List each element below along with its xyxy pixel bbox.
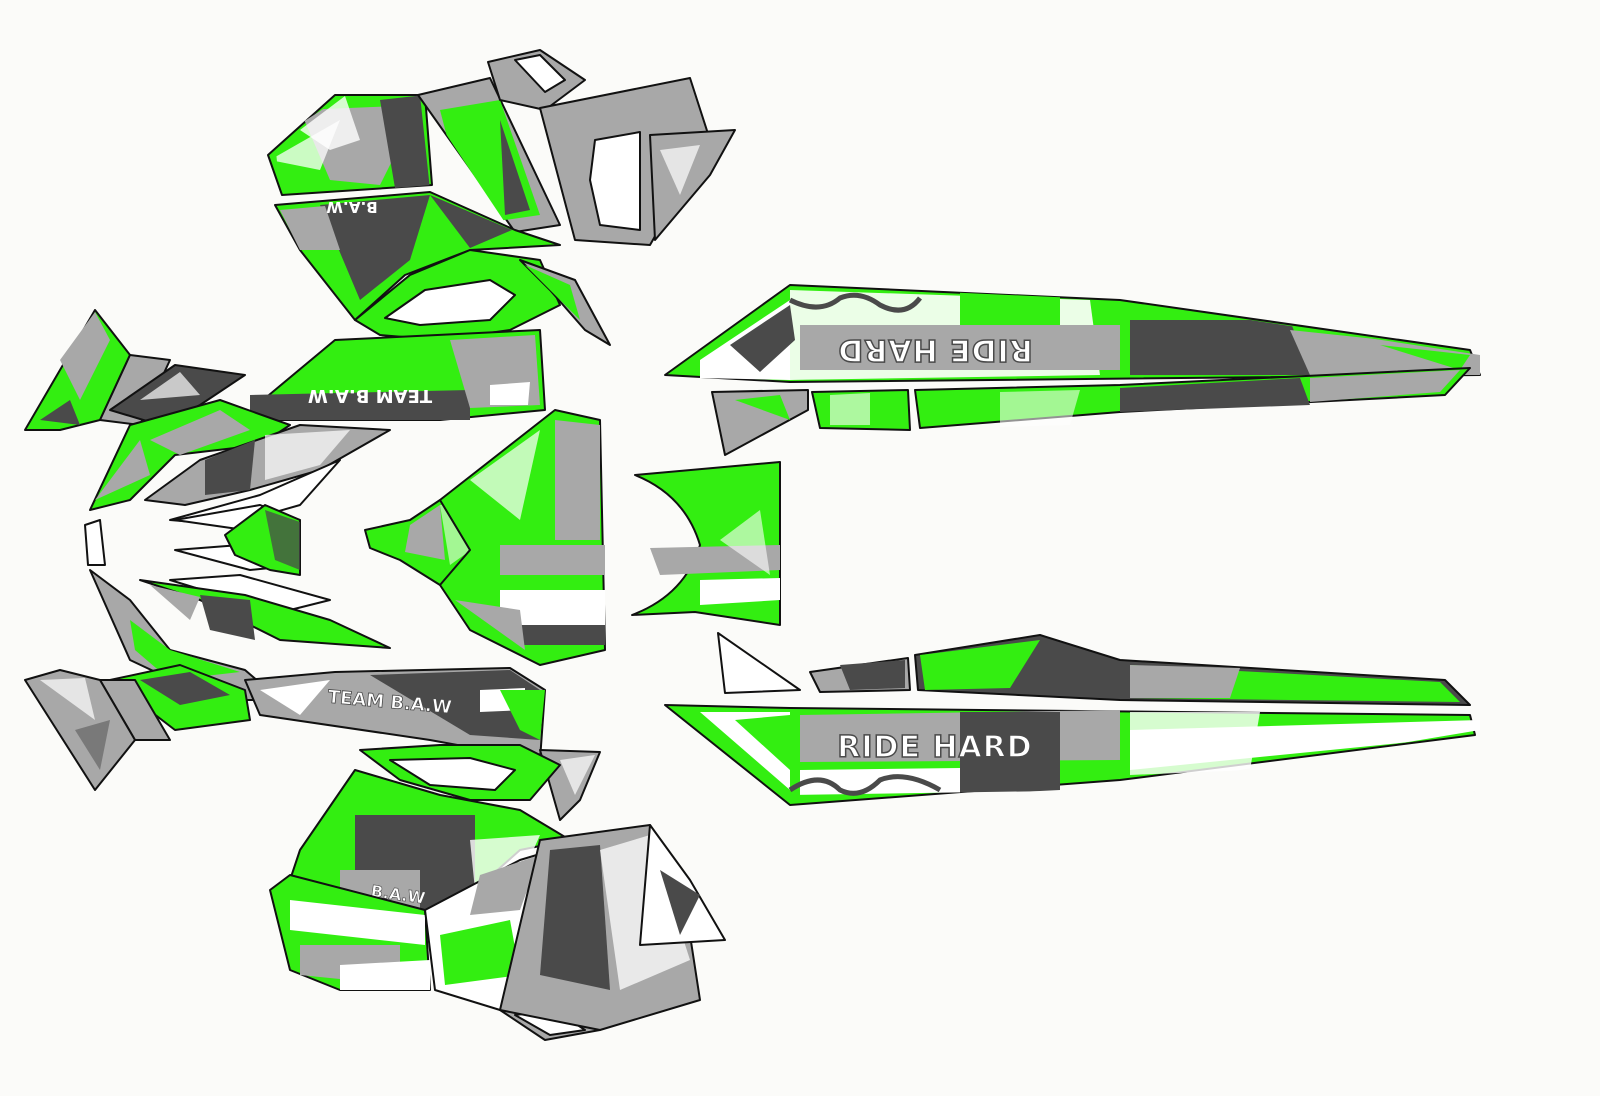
hood-panel-lower: B.A.W [269,744,726,1041]
nose-tip [84,519,106,566]
nose-panel-upper: TEAM B.A.W [24,309,546,526]
baw-label-top: B.A.W [326,198,378,216]
hood-panel-upper: B.A.W [267,49,736,346]
nose-panel-lower: TEAM B.A.W [24,569,546,791]
ride-hard-label-top: RIDE HARD [837,332,1032,367]
hood-vent-top-inner [384,279,516,326]
team-label-top: TEAM B.A.W [308,385,432,406]
hood-vent-bottom-inner [389,757,516,791]
center-console [174,409,606,666]
side-panel-top: RIDE HARD [664,284,1481,456]
ride-hard-label-bottom: RIDE HARD [837,730,1032,765]
hood-cap-top-inner [514,54,566,93]
side-panel-bottom: RIDE HARD [664,632,1480,806]
windshield-opening [589,131,641,231]
side-panel-bottom-upper-1 [717,632,801,694]
